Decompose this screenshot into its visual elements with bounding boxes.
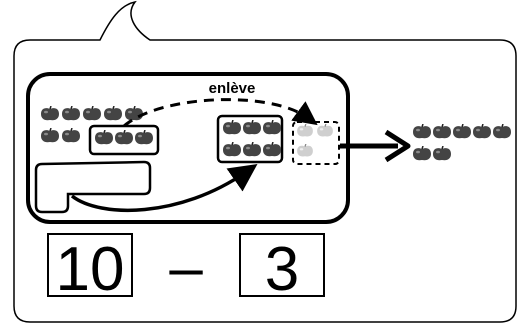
subtrahend-value: 3: [265, 235, 299, 304]
minus-operator: –: [169, 234, 203, 301]
result-arrow-head: [384, 129, 411, 163]
minuend-box: [47, 233, 133, 297]
remaining-apples-box: [216, 114, 284, 164]
remaining-arrow: [70, 164, 258, 213]
removed-apples-box: [292, 121, 340, 165]
minuend-value: 10: [56, 235, 125, 304]
placeholder-bracket: [34, 160, 152, 214]
removed-apples-source: [94, 130, 154, 145]
action-label: enlève: [209, 80, 256, 97]
subtrahend-box: [239, 233, 325, 297]
removal-arrow: [123, 98, 318, 128]
